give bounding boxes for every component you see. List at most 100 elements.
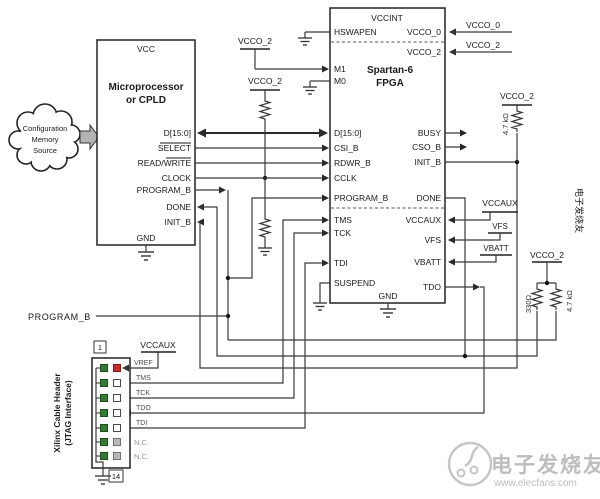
- jtag-label-vref: VREF: [134, 360, 153, 367]
- fpga-pin-cclk: CCLK: [334, 173, 357, 183]
- micro-pin-d: D[15:0]: [164, 128, 191, 138]
- jtag-title-1: Xilinx Cable Header: [52, 373, 62, 453]
- fpga-pin-m0: M0: [334, 76, 346, 86]
- jtag-pin1-label: 1: [98, 343, 102, 352]
- vcco2-ext-label: VCCO_2: [466, 40, 500, 50]
- fpga-pin-csi: CSI_B: [334, 143, 359, 153]
- watermark: 电子发烧友 www.elecfans.com 电子发烧友: [447, 188, 600, 489]
- vcco2-cclk-label: VCCO_2: [248, 76, 282, 86]
- ground-icon: [258, 247, 272, 256]
- mode-pin-wiring: VCCO_2 VCCO_2: [238, 31, 330, 256]
- fpga-pin-rdwr: RDWR_B: [334, 158, 371, 168]
- resistor-init-pullup: [509, 108, 525, 132]
- jtag-title-2: (JTAG Interface): [63, 380, 73, 446]
- vbatt-pin-label: VBATT: [483, 244, 508, 253]
- jtag-label-tms: TMS: [136, 375, 151, 382]
- fpga-power-label: VCCINT: [371, 13, 403, 23]
- selectmap-bus-wiring: [195, 128, 329, 182]
- micro-pin-program: PROGRAM_B: [137, 185, 192, 195]
- fpga-pin-program: PROGRAM_B: [334, 193, 389, 203]
- fpga-pin-suspend: SUSPEND: [334, 278, 375, 288]
- fpga-pin-vbatt: VBATT: [414, 257, 441, 267]
- fpga-pin-hswapen: HSWAPEN: [334, 27, 377, 37]
- vcco2-m1-label: VCCO_2: [238, 36, 272, 46]
- jtag-label-nc2: N.C.: [134, 452, 149, 461]
- fpga-pin-vcco2: VCCO_2: [407, 47, 441, 57]
- fpga-title-2: FPGA: [376, 78, 404, 89]
- fpga-box: VCCINT Spartan-6 FPGA HSWAPEN M1 M0 D[15…: [329, 7, 446, 318]
- microprocessor-box: VCC Microprocessor or CPLD D[15:0] SELEC…: [96, 39, 196, 261]
- jtag-pin14-label: 14: [112, 472, 120, 481]
- micro-title-2: or CPLD: [126, 95, 166, 106]
- micro-pin-done: DONE: [166, 202, 191, 212]
- elecfans-logo-icon: [447, 441, 493, 487]
- jtag-nc1-pin: [113, 438, 121, 446]
- fpga-pin-tdo: TDO: [423, 282, 441, 292]
- micro-pin-readwrite: READ/WRITE: [138, 158, 192, 168]
- jtag-tck-pin: [113, 394, 121, 402]
- micro-power-label: VCC: [137, 44, 155, 54]
- watermark-side: 电子发烧友: [574, 188, 585, 233]
- fpga-pin-cso: CSO_B: [412, 142, 441, 152]
- fpga-title-1: Spartan-6: [367, 65, 414, 76]
- watermark-brand: 电子发烧友: [491, 453, 600, 477]
- fpga-pin-tms: TMS: [334, 215, 352, 225]
- ground-icon: [380, 308, 396, 318]
- vcco0-ext-label: VCCO_0: [466, 20, 500, 30]
- fpga-pin-d: D[15:0]: [334, 128, 361, 138]
- jtag-nc2-pin: [113, 452, 121, 460]
- resistor-cclk-bottom: [257, 216, 273, 240]
- fpga-pin-tdi: TDI: [334, 258, 348, 268]
- jtag-vref-pin: [113, 364, 121, 372]
- fpga-pin-busy: BUSY: [418, 128, 441, 138]
- cloud-line1: Configuration: [23, 124, 68, 133]
- micro-pin-clock: CLOCK: [162, 173, 192, 183]
- init-b-net: VCCO_2 4.7 kΩ: [197, 91, 534, 369]
- resistor-program-value: 4.7 kΩ: [565, 290, 574, 312]
- cloud-line2: Memory: [31, 135, 58, 144]
- jtag-label-tdo: TDO: [136, 405, 151, 412]
- resistor-init-value: 4.7 kΩ: [501, 113, 510, 135]
- config-memory-cloud: Configuration Memory Source: [8, 103, 100, 172]
- block-arrow-icon: [79, 123, 100, 151]
- resistor-done-pullup: [529, 286, 545, 310]
- ground-icon: [313, 302, 327, 311]
- ground-icon: [298, 37, 312, 46]
- micro-gnd-label: GND: [137, 233, 156, 243]
- jtag-label-tck: TCK: [136, 390, 150, 397]
- fpga-pin-vccaux: VCCAUX: [406, 215, 442, 225]
- resistor-program-pullup: [548, 286, 564, 310]
- vcco2-init-label: VCCO_2: [500, 91, 534, 101]
- program-b-net: PROGRAM_B 4.7 kΩ: [28, 186, 574, 341]
- fpga-pin-vfs: VFS: [424, 235, 441, 245]
- jtag-tdo-pin: [113, 409, 121, 417]
- vcco2-done-label: VCCO_2: [530, 250, 564, 260]
- jtag-header: Xilinx Cable Header (JTAG Interface) 1 1…: [52, 340, 176, 485]
- micro-title-1: Microprocessor: [108, 82, 183, 93]
- resistor-cclk-top: [257, 98, 273, 122]
- watermark-site: www.elecfans.com: [493, 478, 577, 489]
- fpga-pin-m1: M1: [334, 64, 346, 74]
- cloud-line3: Source: [33, 146, 57, 155]
- jtag-tdi-pin: [113, 424, 121, 432]
- fpga-gnd-label: GND: [379, 291, 398, 301]
- resistor-done-value: 330Ω: [524, 294, 533, 313]
- jtag-label-nc1: N.C.: [134, 438, 149, 447]
- ground-icon: [138, 251, 154, 261]
- jtag-tms-pin: [113, 379, 121, 387]
- micro-pin-init: INIT_B: [165, 217, 192, 227]
- micro-pin-select: SELECT: [158, 143, 191, 153]
- fpga-pin-tck: TCK: [334, 228, 351, 238]
- vccaux-pin-label: VCCAUX: [482, 198, 518, 208]
- fpga-pin-init: INIT_B: [415, 157, 442, 167]
- ground-icon: [95, 475, 111, 485]
- fpga-pin-vcco0: VCCO_0: [407, 27, 441, 37]
- vccaux-jtag-label: VCCAUX: [140, 340, 176, 350]
- ground-icon: [303, 86, 317, 95]
- vfs-pin-label: VFS: [492, 222, 508, 231]
- jtag-label-tdi: TDI: [136, 420, 147, 427]
- fpga-right-wiring: VCCO_0 VCCO_2 VCCAUX VFS VBATT: [445, 20, 518, 266]
- program-b-net-label: PROGRAM_B: [28, 312, 91, 322]
